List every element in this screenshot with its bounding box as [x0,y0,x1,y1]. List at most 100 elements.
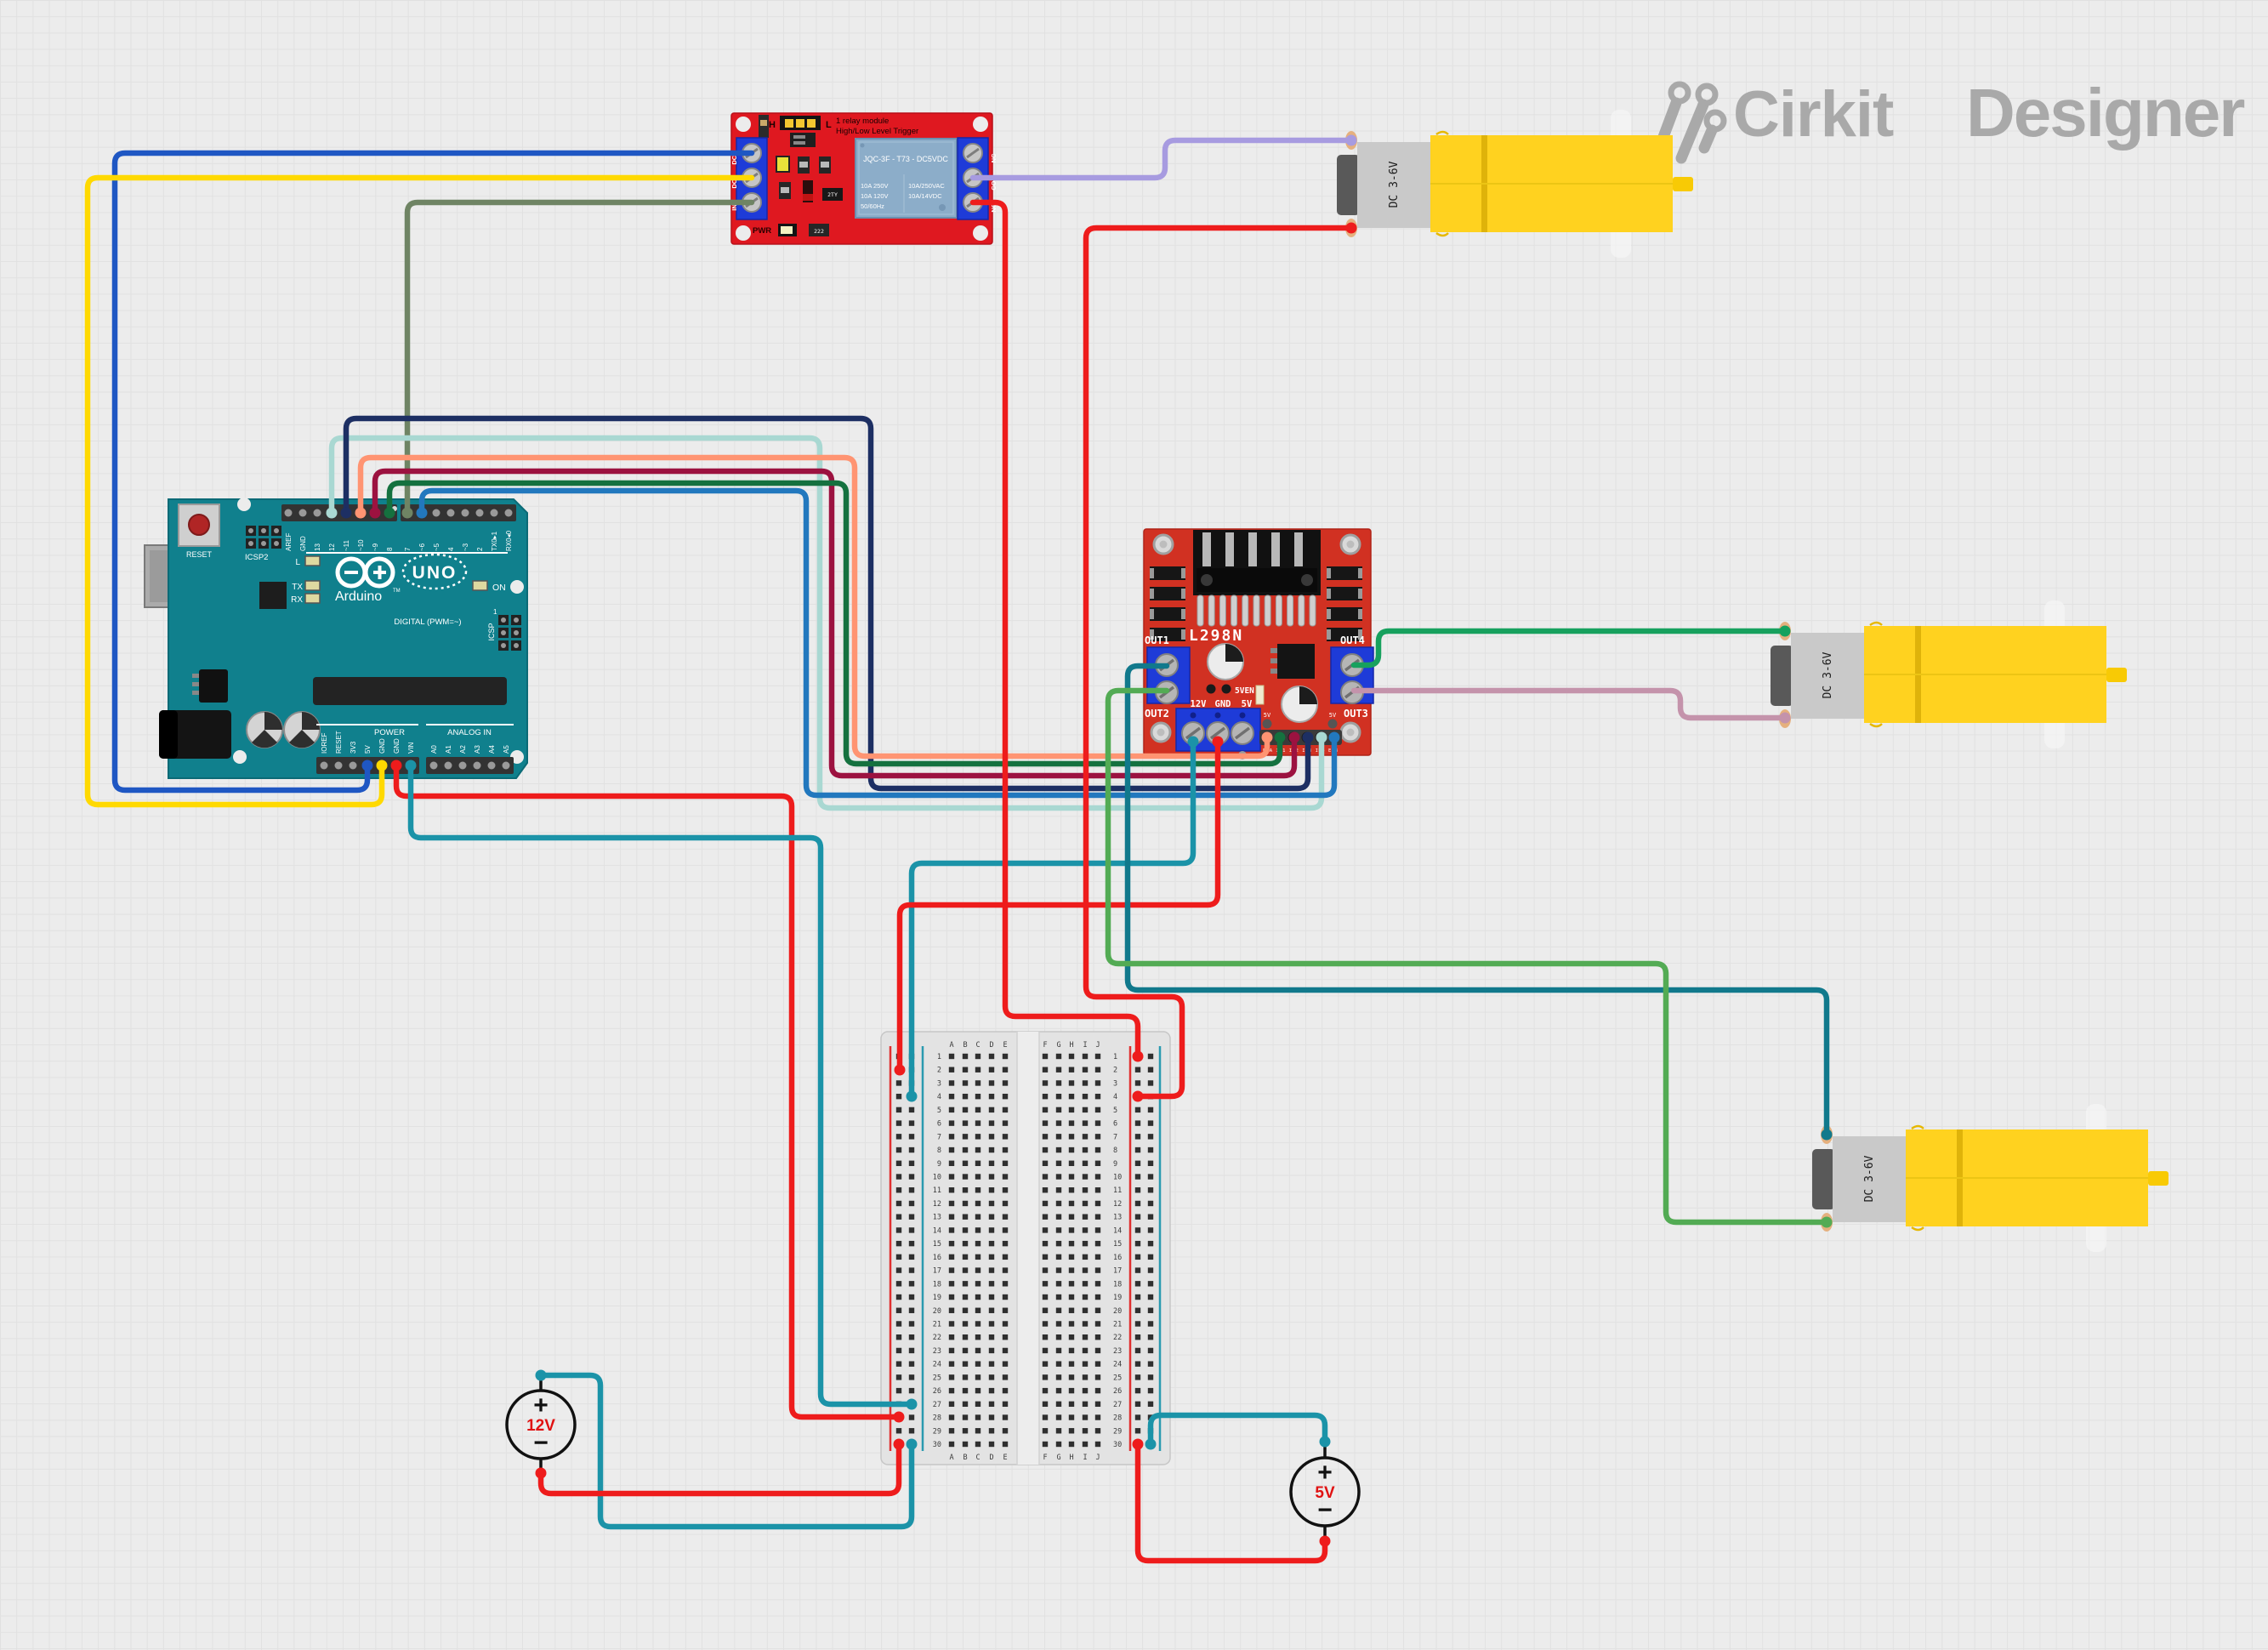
wire-arduino-d8-to-l298n-in1[interactable] [386,480,1283,767]
wire-junction-dot[interactable] [1212,736,1224,748]
relay-module[interactable]: H L 1 relay module High/Low Level Trigge… [730,112,998,245]
analog-pin-A0[interactable] [429,761,438,770]
digital-pin-13[interactable] [313,509,321,517]
wire-junction-dot[interactable] [535,1467,547,1479]
wire-junction-dot[interactable] [326,507,338,519]
wire-junction-dot[interactable] [894,1064,906,1076]
wire-5v-plus-to-right-rail-pos[interactable] [1147,1412,1328,1448]
wire-junction-dot[interactable] [1187,736,1199,748]
wire-junction-dot[interactable] [355,507,367,519]
arduino-reset-button[interactable] [178,504,220,547]
source-5v[interactable]: +−5V [1289,1442,1361,1541]
wire-12v-plus-to-left-rail-pos[interactable] [537,1372,915,1530]
wire-junction-dot[interactable] [405,760,417,771]
wire-junction-dot[interactable] [1302,731,1314,743]
wire-arduino-d9-to-l298n-in2[interactable] [372,468,1298,779]
relay-spec: 10A/250VAC [908,182,945,190]
wire-junction-dot[interactable] [384,507,395,519]
wire-l298n-out2-to-motor3-minus[interactable] [1105,687,1830,1226]
wire-junction-dot[interactable] [906,1090,918,1102]
wire-junction-dot[interactable] [1821,1216,1833,1228]
analog-pin-A1[interactable] [444,761,452,770]
wire-relay-com-to-motor1-plus[interactable] [969,137,1355,181]
digital-pin-3[interactable] [461,509,469,517]
wire-junction-dot[interactable] [1821,1129,1833,1141]
wire-junction-dot[interactable] [906,1398,918,1410]
digital-pin-AREF[interactable] [284,509,293,517]
breadboard-holes[interactable] [895,1053,1154,1448]
arduino-analog-header[interactable] [426,757,514,774]
wire-l298n-12v-to-rail-pos[interactable] [908,737,1197,1100]
digital-pin-RX00[interactable] [504,509,513,517]
wire-l298n-out1-to-motor3-plus[interactable] [1124,663,1830,1138]
power-pin-IOREF0[interactable] [320,761,328,770]
wire-arduino-vin-to-rail-pos[interactable] [407,765,915,1408]
wire-junction-dot[interactable] [1316,731,1327,743]
dc-motor-1[interactable]: DC 3-6V [1337,110,1693,258]
wire-junction-dot[interactable] [1345,222,1357,234]
motor-voltage-label: DC 3-6V [1822,651,1834,698]
digital-pin-GND[interactable] [298,509,307,517]
wire-junction-dot[interactable] [401,507,413,519]
wire-relay-no-to-right-rail[interactable] [969,199,1141,1060]
digital-pin-4[interactable] [446,509,455,517]
wire-junction-dot[interactable] [361,760,373,771]
wire-12v-minus-to-left-rail-neg[interactable] [537,1441,902,1497]
wire-l298n-out3-to-motor2-minus[interactable] [1350,687,1788,721]
wire-junction-dot[interactable] [1274,731,1286,743]
wire-junction-dot[interactable] [1132,1050,1144,1062]
wire-junction-dot[interactable] [1319,1535,1331,1547]
wire-junction-dot[interactable] [416,507,428,519]
dc-motor-3[interactable]: DC 3-6V [1812,1104,2169,1252]
wire-junction-dot[interactable] [1132,1090,1144,1102]
power-pin-3V32[interactable] [349,761,357,770]
wire-junction-dot[interactable] [906,1438,918,1450]
wire-junction-dot[interactable] [1779,712,1791,724]
wire-junction-dot[interactable] [390,760,402,771]
wire-junction-dot[interactable] [1345,134,1357,146]
wire-junction-dot[interactable] [1261,731,1273,743]
wire-junction-dot[interactable] [1779,625,1791,637]
wire-arduino-d6-to-l298n-enb[interactable] [418,487,1338,799]
wire-junction-dot[interactable] [376,760,388,771]
wire-motor1-minus-to-right-rail[interactable] [1083,225,1355,1100]
wire-arduino-gnd-to-rail-neg[interactable] [393,765,902,1420]
wire-l298n-out4-to-motor2-plus[interactable] [1350,628,1788,669]
dc-motor-2[interactable]: DC 3-6V [1771,600,2127,748]
wire-junction-dot[interactable] [893,1438,905,1450]
analog-pin-A5[interactable] [502,761,510,770]
wire-junction-dot[interactable] [1145,1438,1157,1450]
analog-pin-A2[interactable] [458,761,467,770]
power-pin-RESET1[interactable] [334,761,343,770]
wire-junction-dot[interactable] [340,507,352,519]
wire-arduino-d10-to-l298n-ena[interactable] [357,454,1270,760]
wire-5v-minus-to-right-rail-neg[interactable] [1134,1441,1328,1564]
wire-junction-dot[interactable] [893,1411,905,1423]
wire-junction-dot[interactable] [369,507,381,519]
wire-junction-dot[interactable] [1132,1438,1144,1450]
l298n-motor-driver[interactable]: L298N OUT1 OUT2 OUT4 OUT3 5VEN 12V GND 5… [1143,528,1374,760]
digital-pin-5[interactable] [432,509,441,517]
wire-l298n-gnd-to-rail-neg[interactable] [896,737,1221,1073]
analog-pin-A3[interactable] [473,761,481,770]
arduino-digital-header-left[interactable] [281,504,397,521]
source-12v[interactable]: +−12V [505,1375,577,1474]
arduino-mcu-chip [313,677,507,705]
digital-pin-2[interactable] [475,509,484,517]
wire-arduino-gnd-to-relay-dc-minus[interactable] [84,174,755,808]
l298n-regulator [1277,644,1315,679]
analog-pin-A4[interactable] [487,761,496,770]
wire-arduino-d12-to-l298n-in4[interactable] [328,435,1325,811]
wire-junction-dot[interactable] [1288,731,1300,743]
wire-junction-dot[interactable] [1328,731,1340,743]
wire-arduino-d7-to-relay-in[interactable] [404,199,755,516]
wire-junction-dot[interactable] [1319,1436,1331,1448]
wire-arduino-5v-to-relay-dc-plus[interactable] [111,150,755,794]
digital-pin-TX01[interactable] [490,509,498,517]
arduino-digital-header-right[interactable] [401,504,516,521]
wire-junction-dot[interactable] [535,1369,547,1381]
wire-arduino-d11-to-l298n-in3[interactable] [343,415,1311,792]
breadboard-row-number: 3 [937,1079,941,1088]
